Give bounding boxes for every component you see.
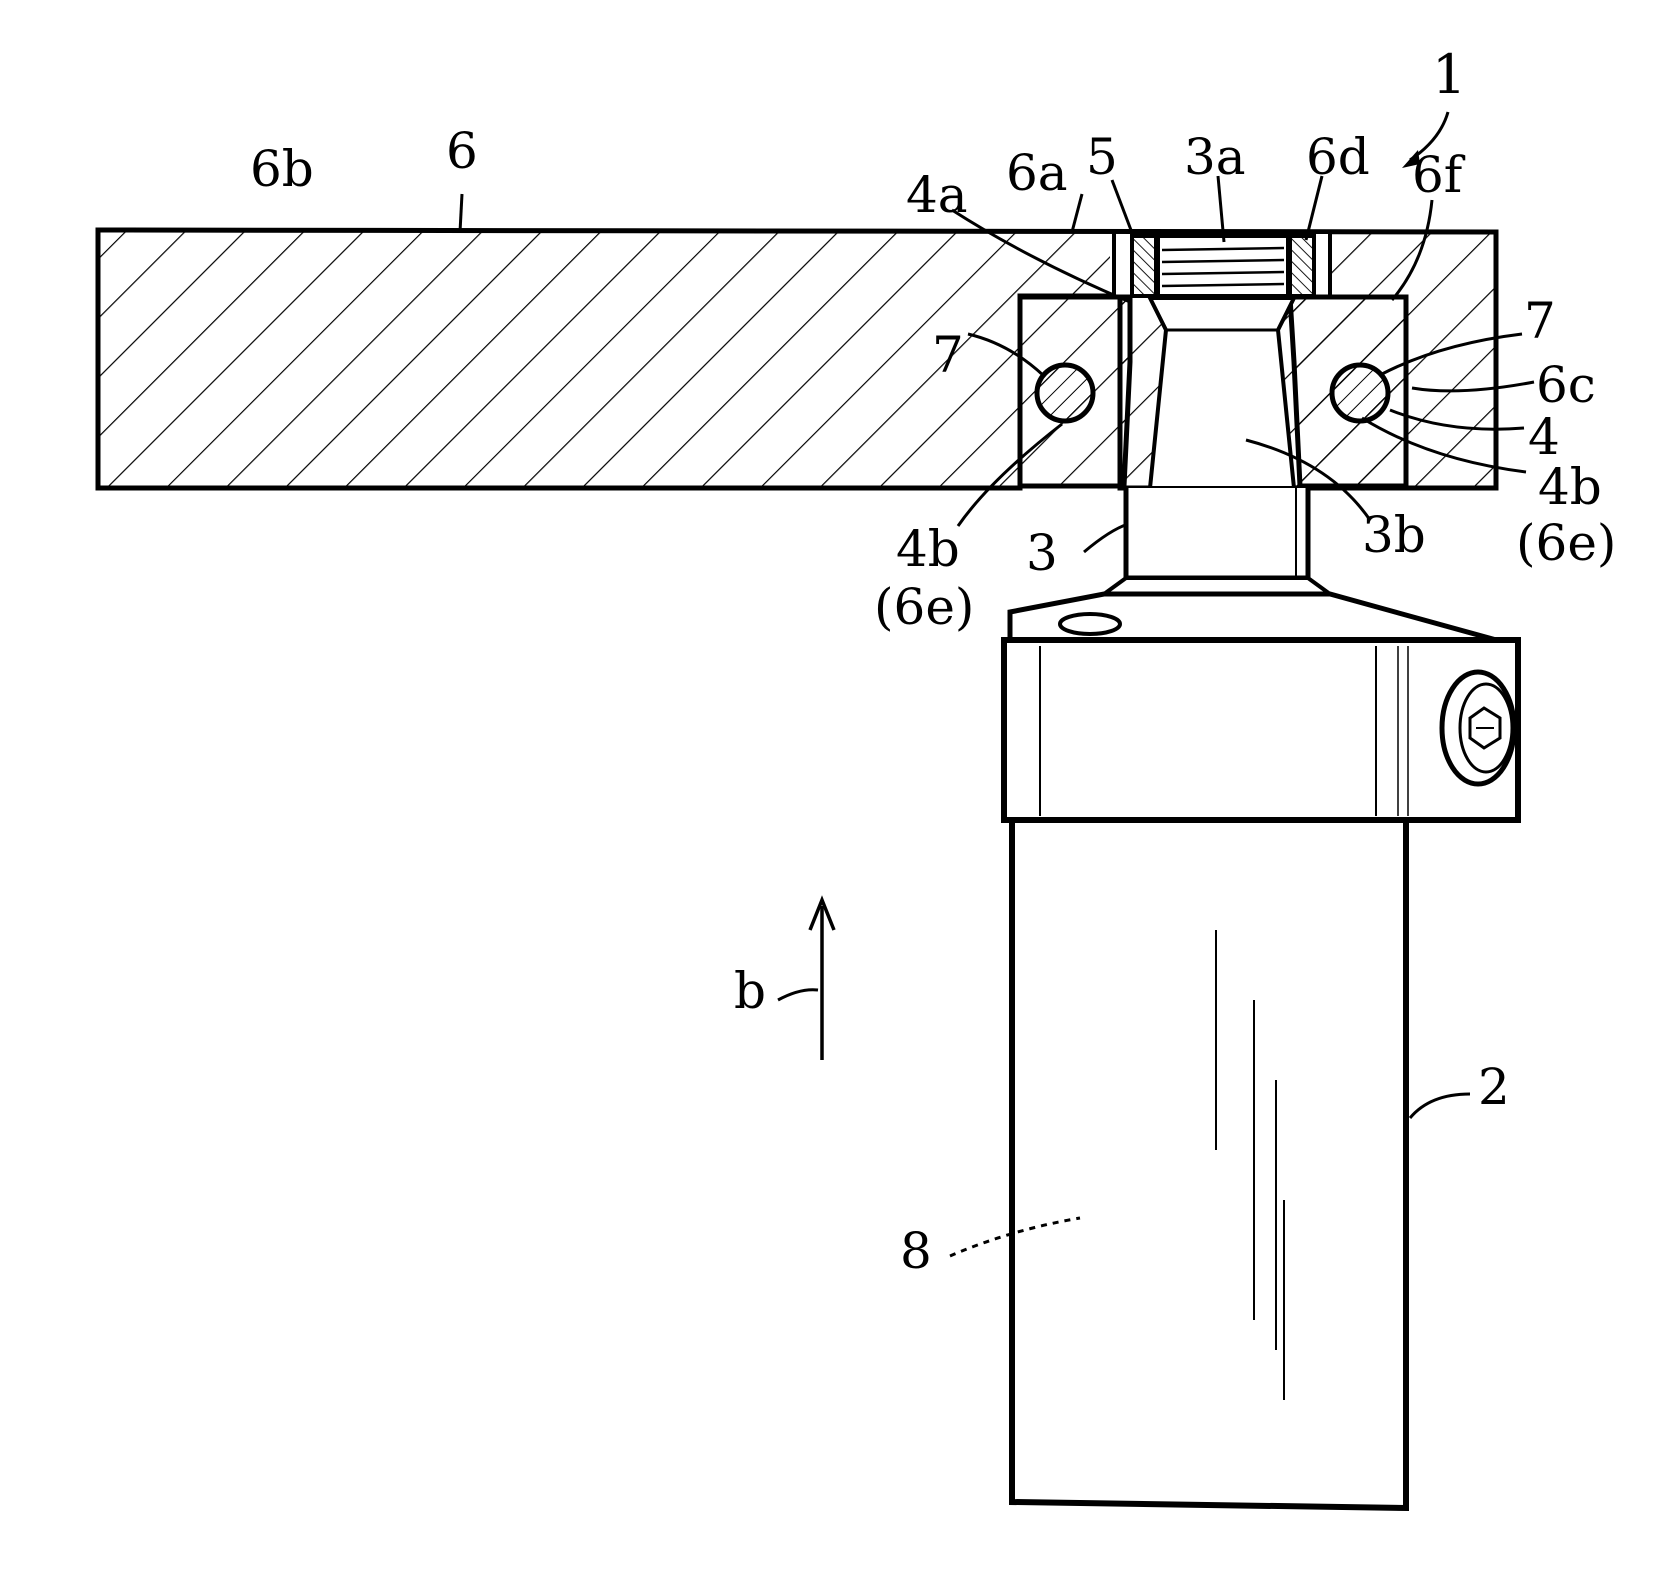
rod-neck [1126, 488, 1308, 578]
label-6: 6 [446, 126, 478, 176]
label-7-right: 7 [1524, 296, 1556, 346]
label-4b-left: 4b [896, 524, 960, 574]
port-opening [1060, 614, 1120, 634]
label-3: 3 [1026, 528, 1058, 578]
collar-5-right [1290, 236, 1314, 296]
label-6e-right: (6e) [1516, 518, 1616, 568]
label-2: 2 [1478, 1062, 1510, 1112]
label-6d: 6d [1306, 132, 1370, 182]
label-6a: 6a [1006, 148, 1068, 198]
label-6b: 6b [250, 144, 314, 194]
label-4b-right: 4b [1538, 462, 1602, 512]
label-8: 8 [900, 1226, 932, 1276]
cylinder-head [1004, 594, 1518, 820]
label-6c: 6c [1536, 360, 1596, 410]
label-b: b [734, 966, 766, 1016]
cylinder-body-2 [1012, 820, 1406, 1508]
rod-thread-3a [1158, 236, 1288, 296]
label-1: 1 [1432, 48, 1466, 102]
ball-left [1037, 365, 1093, 421]
label-5: 5 [1086, 132, 1118, 182]
ball-right [1332, 365, 1388, 421]
label-4a: 4a [906, 170, 968, 220]
label-3b: 3b [1362, 510, 1426, 560]
label-7-left: 7 [932, 330, 964, 380]
rod-shank-3b [1150, 298, 1294, 488]
cap-screw [1442, 672, 1514, 784]
arrow-b [810, 900, 834, 1060]
collar-5-left [1132, 236, 1156, 296]
label-6e-left: (6e) [874, 582, 974, 632]
label-6f: 6f [1412, 150, 1462, 200]
cylinder-body-outline [1012, 820, 1406, 1508]
label-3a: 3a [1184, 132, 1246, 182]
label-4: 4 [1528, 412, 1560, 462]
